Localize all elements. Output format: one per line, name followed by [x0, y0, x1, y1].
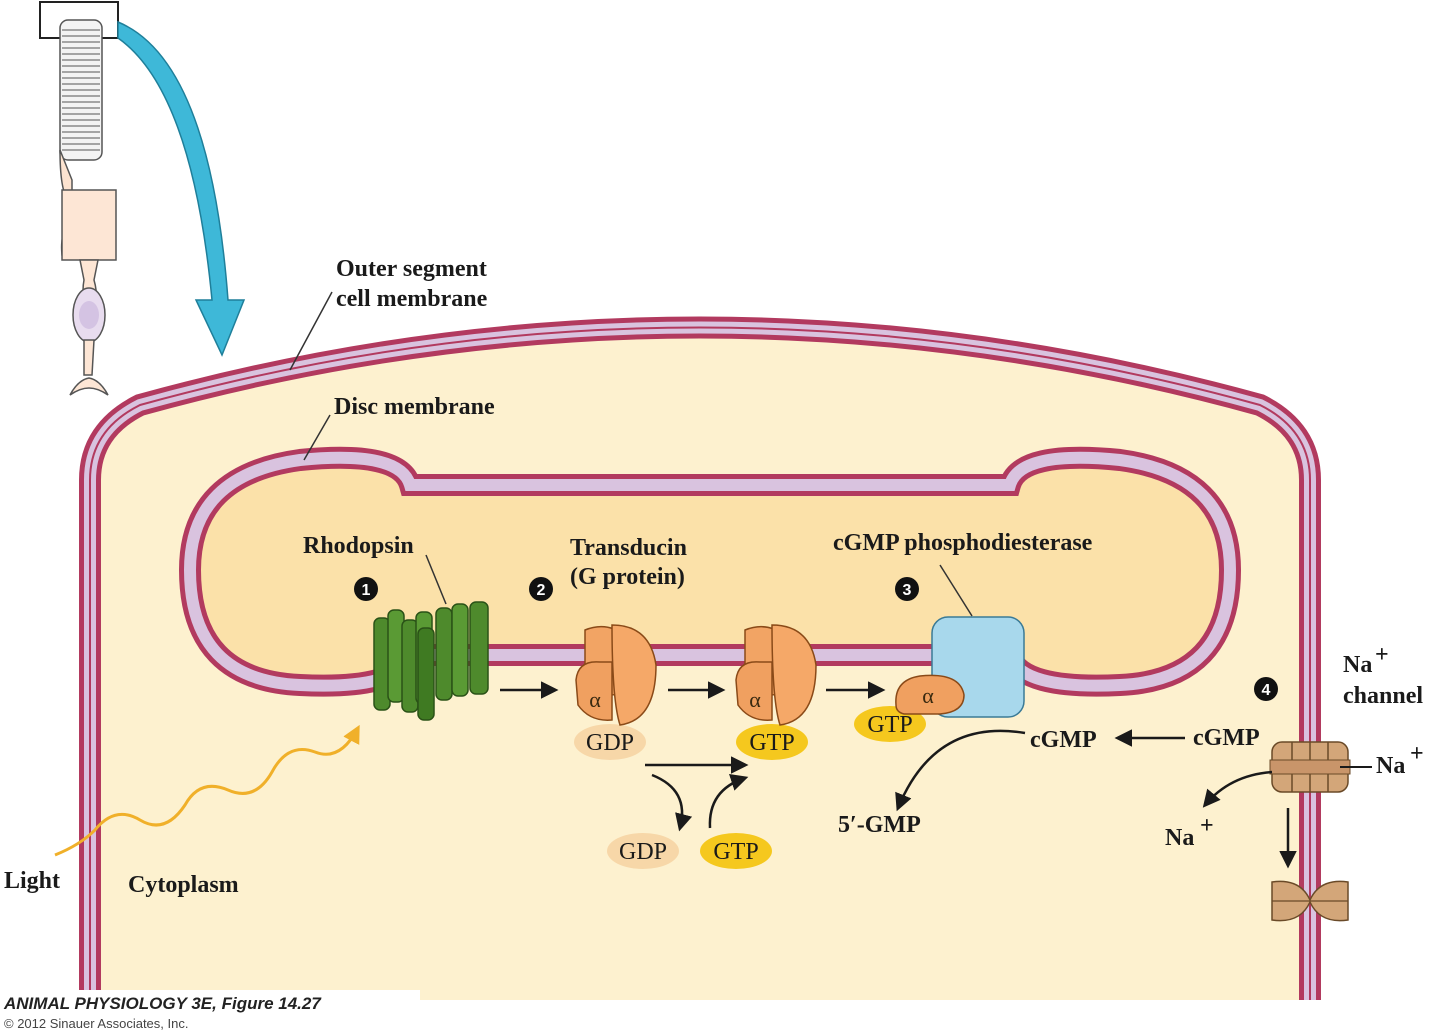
- rod-cell-thumbnail: [39, 1, 119, 396]
- svg-text:GDP: GDP: [586, 730, 634, 756]
- svg-text:Na: Na: [1343, 652, 1372, 678]
- disc: [178, 446, 1242, 697]
- svg-text:GTP: GTP: [867, 712, 912, 738]
- transducin-gtp-bound: GTP α: [735, 624, 817, 760]
- na-channel-closed: [1271, 880, 1349, 922]
- free-gtp: GTP: [700, 833, 772, 869]
- step-1-badge: 1: [354, 577, 378, 601]
- svg-text:2: 2: [537, 582, 546, 599]
- svg-text:α: α: [749, 687, 761, 712]
- rhodopsin-protein: [373, 601, 489, 721]
- alpha-gtp-complex: GTP α: [854, 674, 965, 742]
- transducin-label-1: Transducin: [570, 535, 687, 561]
- na-channel-open: [1269, 741, 1351, 793]
- svg-text:Na: Na: [1165, 825, 1194, 851]
- transducin-label-2: (G protein): [570, 564, 685, 590]
- step-2-badge: 2: [529, 577, 553, 601]
- figure-caption: ANIMAL PHYSIOLOGY 3E, Figure 14.27: [3, 994, 322, 1013]
- svg-text:4: 4: [1262, 682, 1271, 699]
- cgmp-label-2: cGMP: [1193, 725, 1260, 751]
- svg-text:α: α: [589, 687, 601, 712]
- pde-label: cGMP phosphodiesterase: [833, 530, 1093, 556]
- copyright: © 2012 Sinauer Associates, Inc.: [4, 1016, 188, 1031]
- outer-membrane-label-2: cell membrane: [336, 286, 488, 312]
- svg-text:1: 1: [362, 582, 371, 599]
- svg-text:+: +: [1200, 813, 1214, 839]
- na-inside-label: Na +: [1165, 813, 1214, 851]
- svg-text:α: α: [922, 683, 934, 708]
- svg-text:GTP: GTP: [713, 839, 758, 865]
- svg-text:+: +: [1375, 642, 1389, 668]
- na-outside-label: Na +: [1376, 741, 1424, 779]
- svg-text:GTP: GTP: [749, 730, 794, 756]
- na-channel-label: Na + channel: [1343, 642, 1423, 709]
- reaction-arrows: [500, 681, 1372, 869]
- step-4-badge: 4: [1254, 677, 1278, 701]
- light-arrow: [54, 724, 360, 857]
- five-gmp-label: 5′-GMP: [838, 812, 921, 838]
- svg-text:3: 3: [903, 582, 912, 599]
- free-gdp: GDP: [607, 833, 679, 869]
- svg-text:Na: Na: [1376, 753, 1405, 779]
- leader-lines: [289, 291, 973, 617]
- cgmp-label-1: cGMP: [1030, 727, 1097, 753]
- svg-text:+: +: [1410, 741, 1424, 767]
- transducin-gdp-bound: GDP α: [574, 624, 657, 760]
- zoom-arrow: [117, 20, 246, 357]
- outer-membrane-label-1: Outer segment: [336, 256, 487, 282]
- cytoplasm-label: Cytoplasm: [128, 872, 239, 898]
- step-3-badge: 3: [895, 577, 919, 601]
- disc-membrane-label: Disc membrane: [334, 394, 495, 420]
- light-label: Light: [4, 868, 60, 894]
- svg-text:GDP: GDP: [619, 839, 667, 865]
- svg-text:channel: channel: [1343, 683, 1423, 709]
- rhodopsin-label: Rhodopsin: [303, 533, 414, 559]
